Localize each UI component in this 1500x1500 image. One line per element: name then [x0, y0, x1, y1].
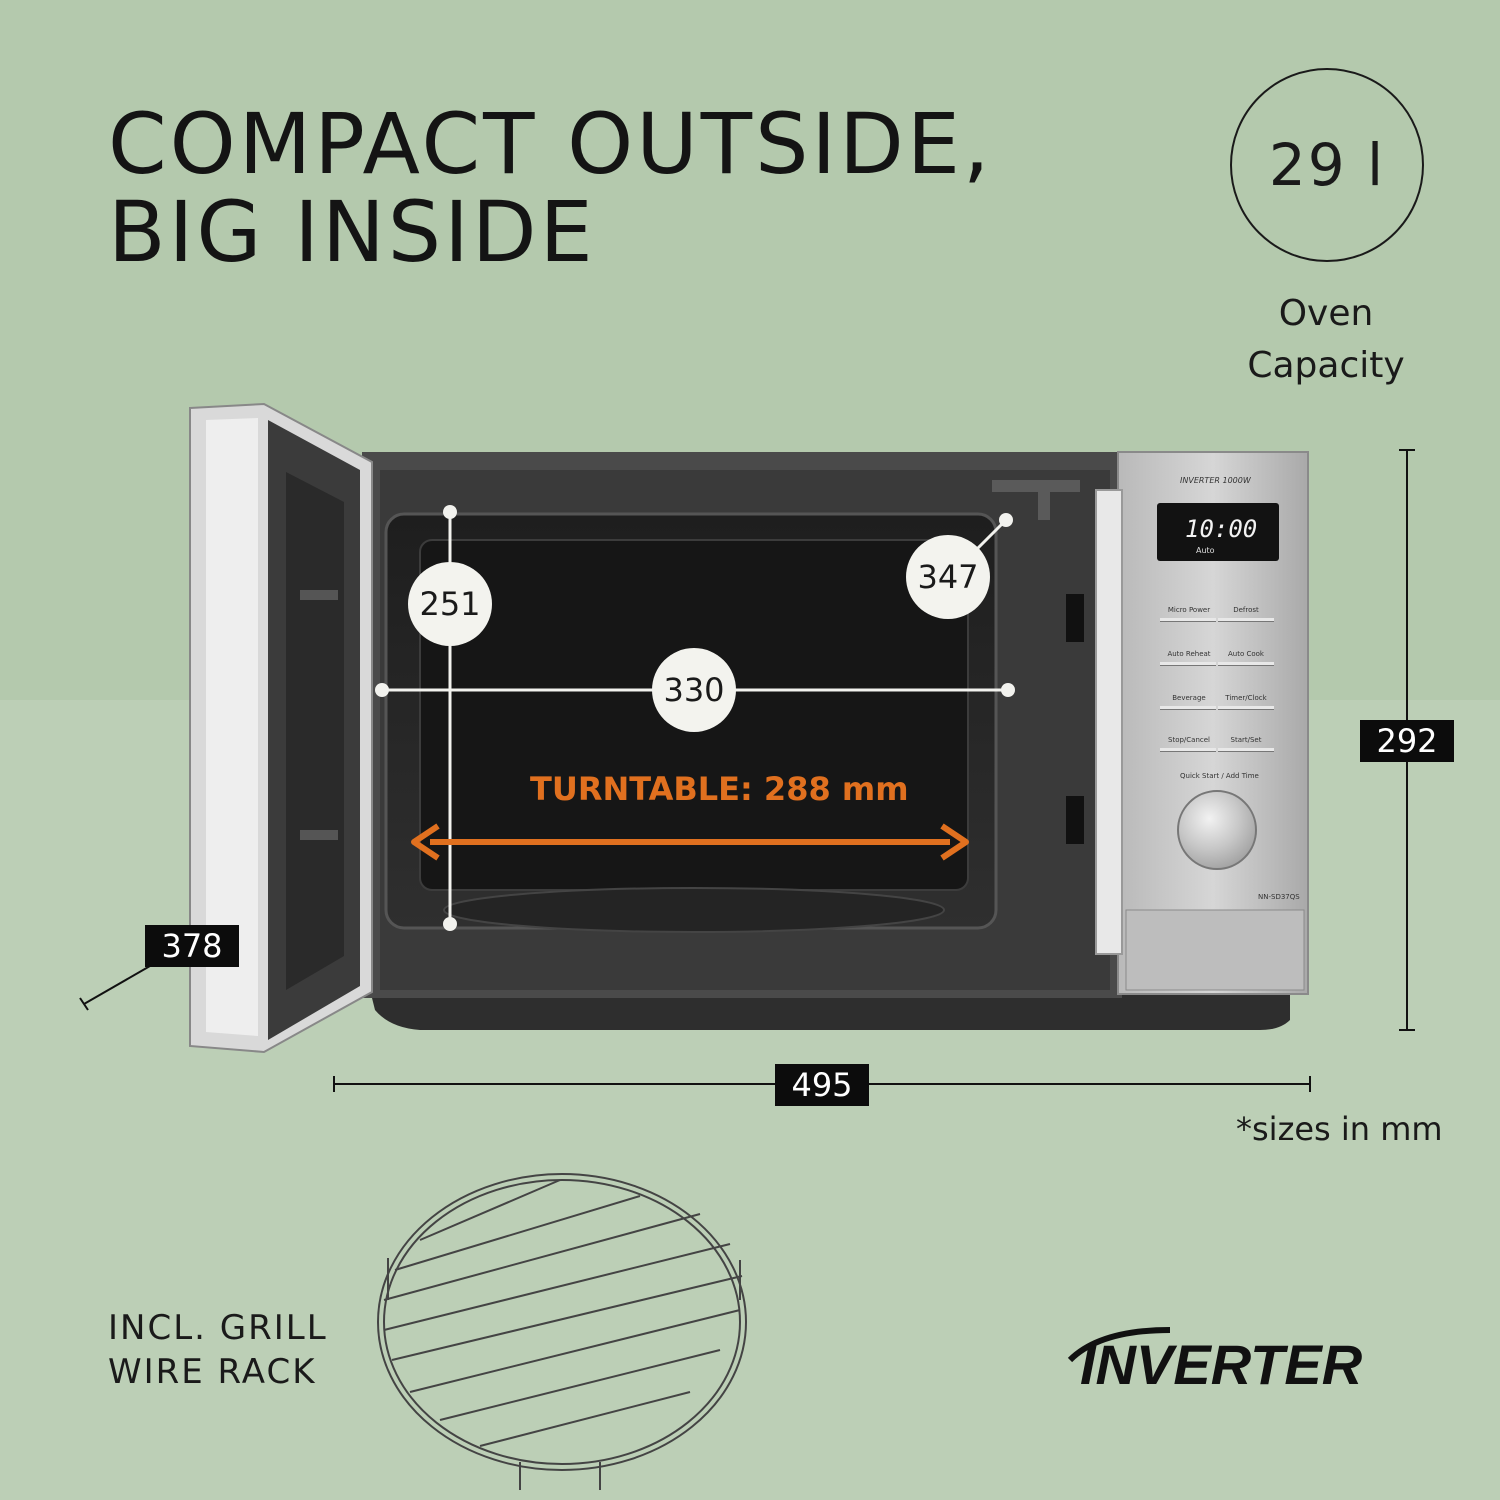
- interior-depth-value: 347: [917, 558, 979, 596]
- interior-height-label: 251: [408, 562, 492, 646]
- quick-start-label: Quick Start / Add Time: [1180, 772, 1259, 780]
- stop-cancel-button[interactable]: [1160, 748, 1216, 756]
- start-set-button[interactable]: [1218, 748, 1274, 756]
- panel-display: [1157, 503, 1279, 561]
- capacity-badge: 29 l: [1230, 68, 1424, 262]
- door-icon: [189, 402, 373, 1054]
- interior-width-label: 330: [652, 648, 736, 732]
- height-dimension-box: 292: [1360, 720, 1454, 762]
- btn-label-micro-power: Micro Power: [1167, 606, 1211, 614]
- headline: COMPACT OUTSIDE, BIG INSIDE: [108, 100, 993, 276]
- display-mode: Auto: [1196, 546, 1215, 555]
- capacity-label: Oven Capacity: [1226, 288, 1426, 392]
- knob-icon[interactable]: [1177, 790, 1257, 870]
- interior-depth-label: 347: [906, 535, 990, 619]
- inverter-logo-text: INVERTER: [1080, 1333, 1363, 1396]
- rack-label-line-1: INCL. GRILL: [108, 1308, 328, 1348]
- panel-brand: INVERTER 1000W: [1180, 476, 1251, 485]
- btn-label-start-set: Start/Set: [1230, 736, 1262, 744]
- depth-dimension-box: 378: [145, 925, 239, 967]
- btn-label-auto-cook: Auto Cook: [1228, 650, 1264, 658]
- sizes-note: *sizes in mm: [1236, 1110, 1443, 1148]
- beverage-button[interactable]: [1160, 706, 1216, 714]
- btn-label-stop-cancel: Stop/Cancel: [1168, 736, 1210, 744]
- auto-reheat-button[interactable]: [1160, 662, 1216, 670]
- capacity-label-line-2: Capacity: [1247, 345, 1405, 386]
- interior-width-value: 330: [663, 671, 725, 709]
- headline-line-1: COMPACT OUTSIDE,: [108, 95, 993, 193]
- width-dimension-box: 495: [775, 1064, 869, 1106]
- capacity-label-line-1: Oven: [1278, 293, 1374, 334]
- wire-rack-icon: [377, 1173, 747, 1490]
- rack-label-line-2: WIRE RACK: [108, 1352, 317, 1392]
- model-label: NN-SD37QS: [1258, 893, 1300, 901]
- timer-clock-button[interactable]: [1218, 706, 1274, 714]
- capacity-value: 29 l: [1268, 131, 1386, 199]
- inverter-logo-icon: [1067, 1327, 1171, 1363]
- display-time: 10:00: [1185, 515, 1258, 543]
- turntable-label: TURNTABLE: 288 mm: [530, 770, 909, 808]
- btn-label-auto-reheat: Auto Reheat: [1167, 650, 1211, 658]
- defrost-button[interactable]: [1218, 618, 1274, 626]
- inverter-logo: INVERTER: [1080, 1333, 1363, 1396]
- interior-height-value: 251: [419, 585, 481, 623]
- headline-line-2: BIG INSIDE: [108, 183, 596, 281]
- btn-label-defrost: Defrost: [1233, 606, 1259, 614]
- btn-label-beverage: Beverage: [1172, 694, 1206, 702]
- turntable-arrow: [411, 823, 969, 861]
- depth-value: 378: [161, 927, 223, 965]
- rack-label: INCL. GRILL WIRE RACK: [108, 1306, 328, 1394]
- auto-cook-button[interactable]: [1218, 662, 1274, 670]
- height-value: 292: [1376, 722, 1438, 760]
- micro-power-button[interactable]: [1160, 618, 1216, 626]
- btn-label-timer-clock: Timer/Clock: [1225, 694, 1267, 702]
- microwave-base: [370, 990, 1290, 1030]
- width-value: 495: [791, 1066, 853, 1104]
